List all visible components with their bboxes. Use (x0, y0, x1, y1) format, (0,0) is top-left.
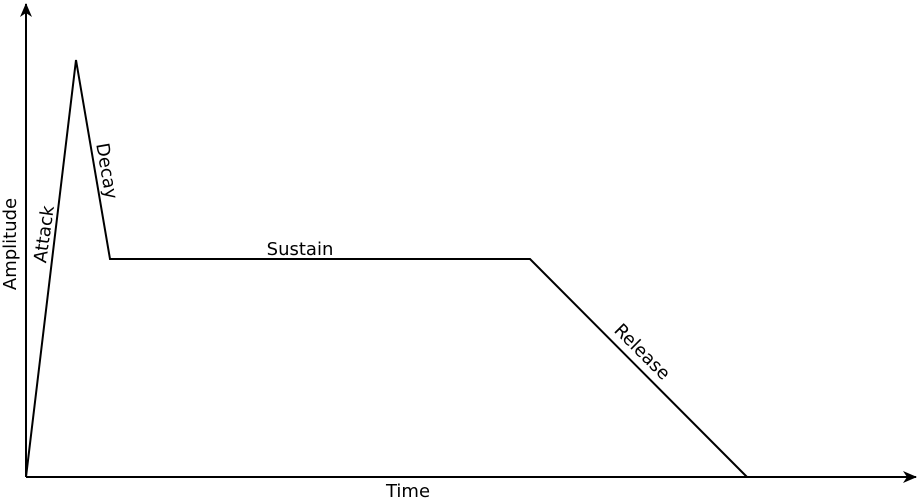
attack-label: Attack (30, 204, 59, 264)
sustain-label: Sustain (267, 239, 334, 260)
x-axis-label: Time (385, 481, 430, 498)
release-label: Release (610, 320, 675, 385)
y-axis-label: Amplitude (0, 198, 21, 290)
envelope-curve (25, 59, 748, 478)
